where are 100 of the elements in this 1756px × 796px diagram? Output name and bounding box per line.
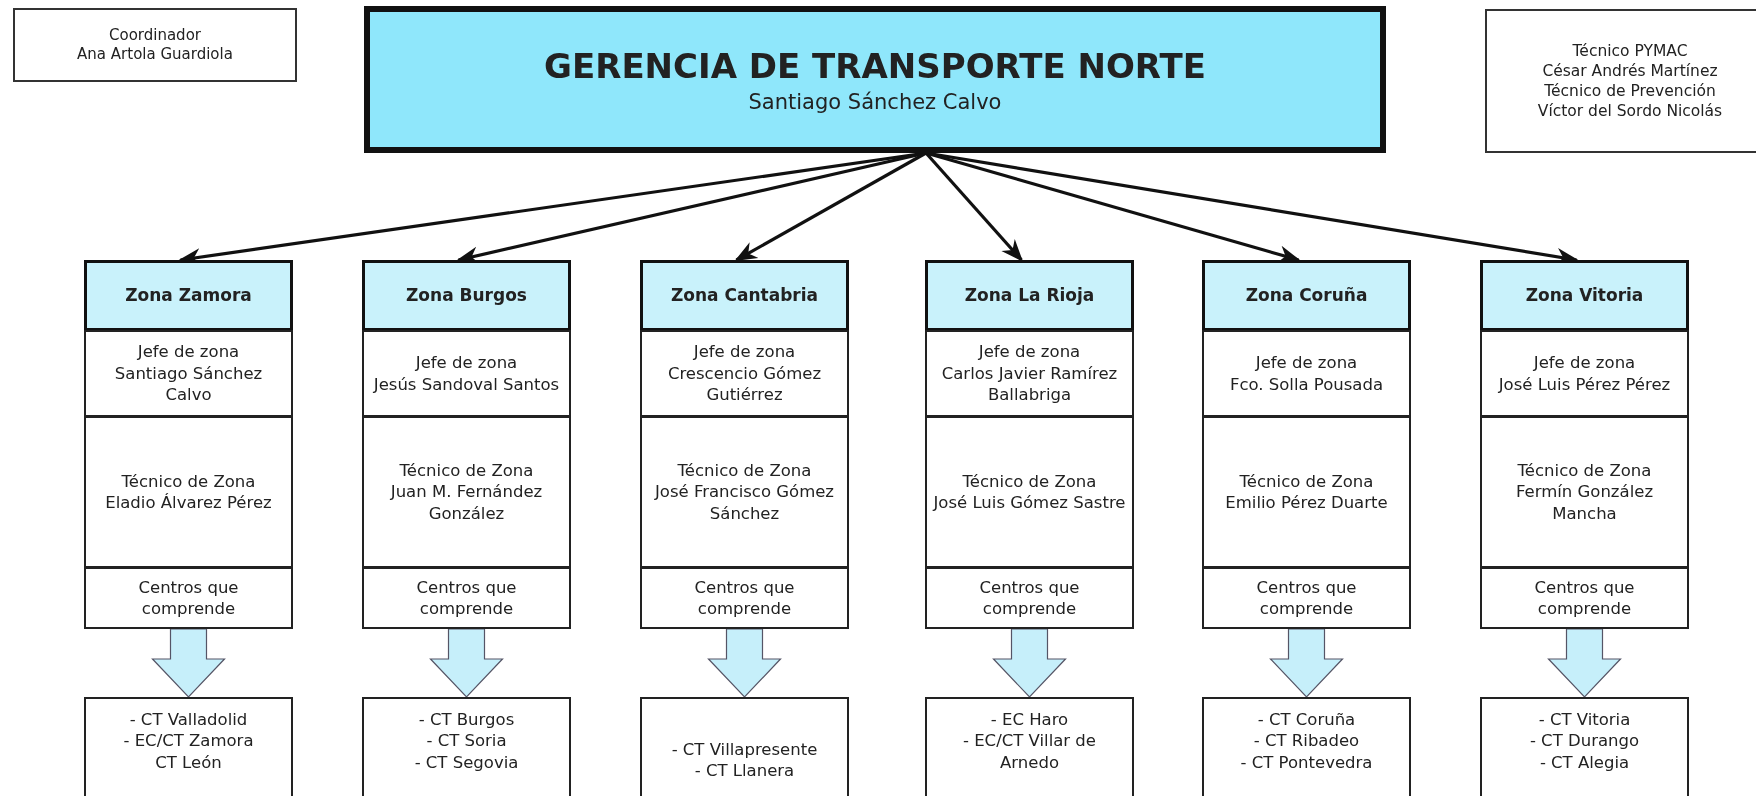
role-text: Técnico de Zona [961, 470, 1098, 492]
person-name: Carlos Javier Ramírez Ballabriga [940, 362, 1119, 406]
zone-header [925, 260, 1134, 331]
technician-cell [84, 416, 293, 568]
centers-cell [84, 567, 293, 629]
zone-title: Zona Vitoria [1524, 284, 1645, 307]
center-item: - EC/CT Villar de Arnedo [962, 730, 1097, 774]
role-text: Centros que comprende [693, 576, 796, 620]
chief-cell [362, 330, 571, 417]
technician-cell [925, 416, 1134, 568]
person-name: José Luis Pérez Pérez [1497, 373, 1672, 395]
center-item: - CT Soria [425, 730, 508, 752]
person-name: Juan M. Fernández González [389, 481, 544, 525]
center-item: - CT Burgos [417, 709, 516, 731]
zone-title: Zona Cantabria [670, 284, 819, 307]
centers-list-box [1202, 697, 1411, 796]
zone-title: Zona La Rioja [963, 284, 1096, 307]
centers-list-box [640, 697, 849, 796]
zone-header [1480, 260, 1689, 331]
role-text: Jefe de zona [136, 341, 241, 363]
center-item: - CT Alegia [1538, 751, 1631, 774]
person-name: César Andrés Martínez [1541, 60, 1719, 81]
center-item: - CT Coruña [1256, 709, 1357, 731]
coordinator-box [13, 8, 297, 82]
centers-cell [925, 567, 1134, 629]
block-arrow [992, 628, 1067, 698]
chief-cell [1480, 330, 1689, 417]
role-text: Técnico de Zona [1516, 459, 1653, 482]
person-name: Santiago Sánchez Calvo [747, 89, 1003, 116]
chief-cell [925, 330, 1134, 417]
zone-title: Zona Burgos [405, 284, 528, 307]
role-text: Centros que comprende [978, 576, 1081, 620]
center-item: - CT Villapresente [670, 739, 819, 761]
chief-cell [1202, 330, 1411, 417]
center-item: - CT Llanera [693, 760, 796, 782]
person-name: Crescencio Gómez Gutiérrez [666, 362, 823, 406]
center-item: CT León [154, 751, 223, 774]
centers-list-box [925, 697, 1134, 796]
role-text: Técnico de Zona [120, 470, 257, 492]
block-arrow [1547, 628, 1622, 698]
centers-list-box [1480, 697, 1689, 796]
role-text: Jefe de zona [692, 341, 797, 363]
role-text: Centros que comprende [415, 576, 518, 620]
centers-cell [640, 567, 849, 629]
person-name: Emilio Pérez Duarte [1224, 492, 1389, 514]
zone-header [84, 260, 293, 331]
center-item: - EC/CT Zamora [122, 730, 255, 752]
role-text: Centros que comprende [1533, 576, 1636, 620]
department-title: GERENCIA DE TRANSPORTE NORTE [543, 44, 1207, 88]
person-name: Víctor del Sordo Nicolás [1536, 101, 1724, 122]
person-name: José Luis Gómez Sastre [931, 492, 1127, 514]
block-arrow [1269, 628, 1344, 698]
center-item: - CT Durango [1528, 730, 1641, 752]
center-item: - EC Haro [989, 709, 1070, 731]
role-text: Jefe de zona [414, 352, 519, 374]
zone-title: Zona Coruña [1244, 284, 1369, 307]
zone-header [1202, 260, 1411, 331]
centers-cell [1480, 567, 1689, 629]
role-text: Coordinador [108, 25, 202, 45]
role-text: Técnico PYMAC [1571, 40, 1689, 61]
role-text: Jefe de zona [977, 341, 1082, 363]
role-text: Técnico de Zona [676, 459, 813, 482]
role-text: Técnico de Zona [1238, 470, 1375, 492]
chief-cell [640, 330, 849, 417]
technician-cell [1480, 416, 1689, 568]
chief-cell [84, 330, 293, 417]
zone-header [362, 260, 571, 331]
center-item: - CT Segovia [413, 751, 520, 774]
block-arrow [151, 628, 226, 698]
center-item: - CT Vitoria [1537, 709, 1632, 731]
block-arrow [707, 628, 782, 698]
role-text: Centros que comprende [1255, 576, 1358, 620]
role-text: Jefe de zona [1254, 352, 1359, 374]
block-arrow [429, 628, 504, 698]
person-name: Fco. Solla Pousada [1228, 373, 1385, 395]
center-item: - CT Valladolid [128, 709, 249, 731]
person-name: José Francisco Gómez Sánchez [653, 481, 835, 525]
management-box [364, 6, 1386, 153]
zone-title: Zona Zamora [124, 284, 253, 307]
person-name: Jesús Sandoval Santos [372, 373, 561, 395]
technician-cell [640, 416, 849, 568]
staff-box [1485, 9, 1756, 153]
technician-cell [362, 416, 571, 568]
centers-list-box [84, 697, 293, 796]
center-item: - CT Ribadeo [1252, 730, 1361, 752]
technician-cell [1202, 416, 1411, 568]
role-text: Técnico de Prevención [1543, 81, 1717, 102]
centers-cell [362, 567, 571, 629]
person-name: Eladio Álvarez Pérez [104, 492, 273, 514]
role-text: Jefe de zona [1532, 352, 1637, 374]
role-text: Técnico de Zona [398, 459, 535, 482]
center-item: - CT Pontevedra [1239, 751, 1374, 774]
zone-header [640, 260, 849, 331]
person-name: Ana Artola Guardiola [76, 45, 234, 65]
centers-cell [1202, 567, 1411, 629]
role-text: Centros que comprende [137, 576, 240, 620]
person-name: Fermín González Mancha [1514, 481, 1655, 525]
arrow [924, 151, 1023, 262]
centers-list-box [362, 697, 571, 796]
person-name: Santiago Sánchez Calvo [113, 362, 264, 406]
